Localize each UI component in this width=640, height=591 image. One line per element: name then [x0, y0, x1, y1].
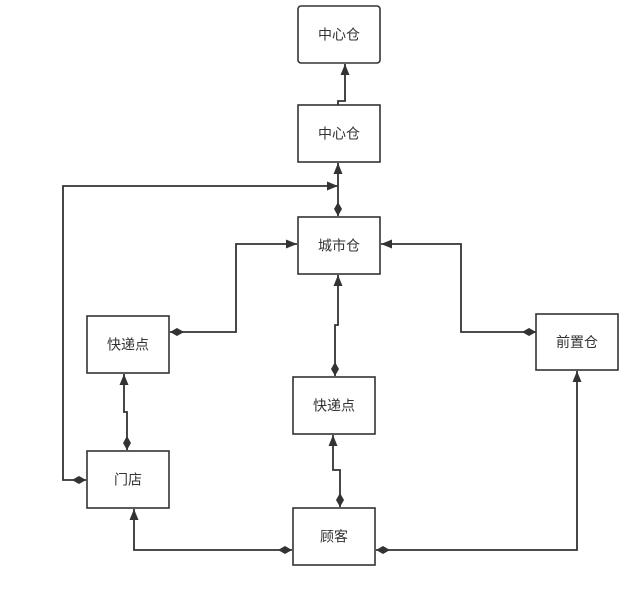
- node-box: [297, 5, 381, 64]
- diamond-marker-icon: [72, 476, 86, 484]
- arrow-head-icon: [340, 64, 350, 75]
- node-label: 中心仓: [318, 127, 360, 143]
- arrow-head-icon: [327, 181, 338, 191]
- connector-line: [337, 64, 346, 105]
- diamond-marker-icon: [278, 546, 292, 554]
- diamond-marker-icon: [336, 493, 344, 507]
- diamond-marker-icon: [170, 328, 184, 336]
- arrow-head-icon: [328, 435, 338, 446]
- node-box: [297, 104, 381, 163]
- node-label: 顾客: [320, 529, 348, 546]
- connector-line: [123, 374, 128, 450]
- arrow-head-icon: [333, 275, 343, 286]
- arrow-head-icon: [333, 163, 343, 174]
- edge-store-to-central: [62, 181, 338, 484]
- arrow-head-icon: [119, 374, 129, 385]
- diamond-marker-icon: [522, 328, 536, 336]
- diamond-marker-icon: [331, 362, 339, 376]
- edge-courier-mid-to-city: [331, 275, 343, 376]
- node-box: [535, 313, 619, 371]
- arrow-head-icon: [572, 371, 582, 382]
- node-box: [292, 376, 376, 435]
- connector-line: [376, 371, 578, 551]
- connector-line: [334, 275, 339, 376]
- node-label: 前置仓: [556, 334, 598, 351]
- connector-line: [170, 243, 297, 333]
- edge-customer-to-courier-mid: [328, 435, 344, 507]
- node-box: [86, 450, 170, 509]
- connector-line: [381, 243, 536, 333]
- node-box: [297, 216, 381, 275]
- edge-central-to-central-top: [337, 64, 350, 105]
- node-label: 快递点: [107, 338, 149, 354]
- diamond-marker-icon: [334, 202, 342, 216]
- node-box: [86, 315, 170, 374]
- edge-customer-to-front: [376, 371, 582, 554]
- node-central[interactable]: 中心仓: [297, 104, 381, 163]
- node-front[interactable]: 前置仓: [535, 313, 619, 371]
- node-store[interactable]: 门店: [86, 450, 170, 509]
- arrow-head-icon: [286, 239, 297, 249]
- node-label: 城市仓: [318, 238, 360, 255]
- connector-line: [332, 435, 341, 507]
- edge-city-to-central: [333, 163, 343, 216]
- node-courier-left[interactable]: 快递点: [86, 315, 170, 374]
- node-box: [292, 507, 376, 566]
- node-customer[interactable]: 顾客: [292, 507, 376, 566]
- arrow-head-icon: [129, 509, 139, 520]
- node-label: 门店: [114, 473, 142, 489]
- node-central-top[interactable]: 中心仓: [297, 5, 381, 64]
- node-city[interactable]: 城市仓: [297, 216, 381, 275]
- diamond-marker-icon: [123, 436, 131, 450]
- connector-line: [133, 509, 292, 551]
- edge-front-to-city: [381, 239, 536, 336]
- node-label: 中心仓: [318, 28, 360, 44]
- arrow-head-icon: [381, 239, 392, 249]
- node-label: 快递点: [313, 399, 355, 415]
- edge-customer-to-store: [129, 509, 292, 554]
- node-courier-mid[interactable]: 快递点: [292, 376, 376, 435]
- edge-courier-left-to-city: [170, 239, 297, 336]
- diamond-marker-icon: [376, 546, 390, 554]
- edge-store-to-courier-left: [119, 374, 131, 450]
